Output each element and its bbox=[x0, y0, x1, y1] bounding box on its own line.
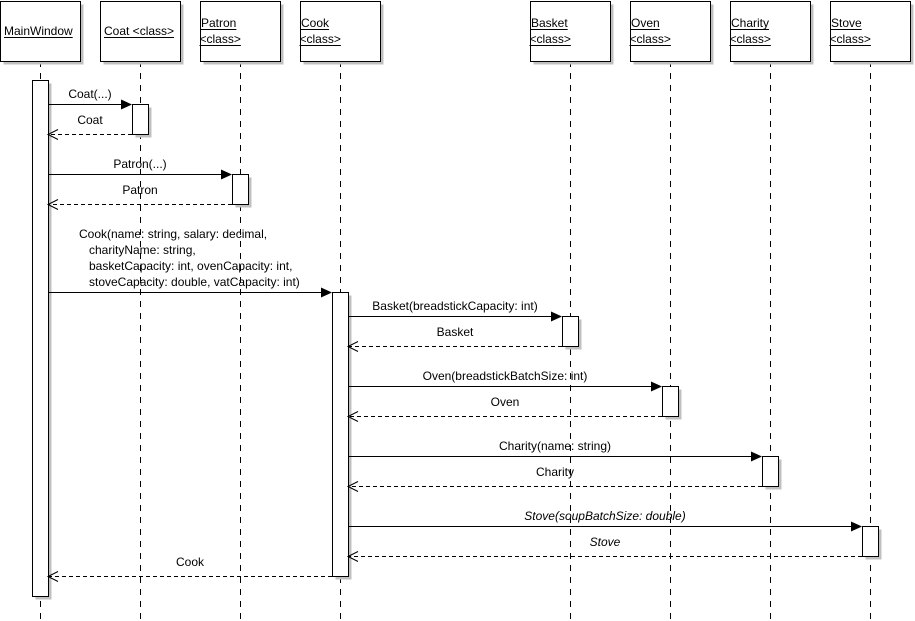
filled-arrowhead-icon bbox=[651, 381, 662, 392]
participant-stove[interactable]: Stove <class> bbox=[829, 1, 914, 65]
filled-arrowhead-icon bbox=[321, 287, 332, 298]
message-label: Oven bbox=[491, 395, 520, 409]
message-label: Coat(...) bbox=[68, 87, 111, 101]
participant-box bbox=[100, 1, 181, 62]
participant-name: Basket bbox=[531, 16, 568, 30]
participant-coat[interactable]: Coat <class> bbox=[100, 1, 184, 65]
activation-bar-patron bbox=[232, 174, 252, 208]
activation-box bbox=[662, 386, 679, 417]
message-label: Basket bbox=[437, 325, 474, 339]
return-message-mainwindow[interactable]: Patron bbox=[46, 183, 232, 210]
participant-stereotype: <class> bbox=[530, 32, 571, 46]
participant-cook[interactable]: Cook <class> bbox=[299, 1, 384, 65]
message-label: Charity(name: string) bbox=[499, 439, 611, 453]
participant-box bbox=[0, 1, 81, 62]
call-message-coat[interactable]: Coat(...) bbox=[48, 87, 132, 110]
return-message-cook[interactable]: Oven bbox=[346, 395, 662, 422]
message-label: Cook bbox=[176, 555, 205, 569]
message-label: Oven(breadstickBatchSize: int) bbox=[423, 369, 588, 383]
participant-box bbox=[300, 1, 381, 62]
activation-box bbox=[32, 80, 49, 597]
participant-stereotype: <class> bbox=[830, 32, 871, 46]
call-message-stove[interactable]: Stove(soupBatchSize: double) bbox=[348, 509, 862, 532]
call-message-charity[interactable]: Charity(name: string) bbox=[348, 439, 762, 462]
participant-oven[interactable]: Oven <class> bbox=[629, 1, 714, 65]
activation-bar-basket bbox=[562, 316, 582, 350]
filled-arrowhead-icon bbox=[851, 521, 862, 532]
participant-name: Patron bbox=[201, 16, 236, 30]
participant-name: Charity bbox=[731, 16, 769, 30]
message-label: charityName: string, bbox=[79, 243, 196, 257]
participant-name: Coat <class> bbox=[104, 24, 174, 38]
call-message-oven[interactable]: Oven(breadstickBatchSize: int) bbox=[348, 369, 662, 392]
message-label: Patron(...) bbox=[113, 157, 166, 171]
return-message-mainwindow[interactable]: Coat bbox=[46, 113, 132, 140]
participant-basket[interactable]: Basket <class> bbox=[529, 1, 614, 65]
message-label: Charity bbox=[536, 465, 574, 479]
participant-stereotype: <class> bbox=[300, 32, 341, 46]
participant-patron[interactable]: Patron <class> bbox=[199, 1, 284, 65]
return-message-mainwindow[interactable]: Cook bbox=[46, 555, 332, 582]
participant-box bbox=[530, 1, 611, 62]
filled-arrowhead-icon bbox=[221, 169, 232, 180]
activation-bar-cook bbox=[332, 292, 352, 580]
filled-arrowhead-icon bbox=[751, 451, 762, 462]
return-message-cook[interactable]: Charity bbox=[346, 465, 762, 492]
activation-bar-oven bbox=[662, 386, 682, 420]
participant-box bbox=[200, 1, 281, 62]
activation-box bbox=[862, 526, 879, 557]
message-label: Patron bbox=[122, 183, 157, 197]
message-label: stoveCapacity: double, vatCapacity: int) bbox=[79, 275, 300, 289]
participant-charity[interactable]: Charity <class> bbox=[729, 1, 814, 65]
call-message-basket[interactable]: Basket(breadstickCapacity: int) bbox=[348, 299, 562, 322]
activation-bar-charity bbox=[762, 456, 782, 490]
message-label: Stove(soupBatchSize: double) bbox=[524, 509, 685, 523]
open-arrowhead-icon bbox=[46, 199, 59, 210]
open-arrowhead-icon bbox=[346, 481, 359, 492]
open-arrowhead-icon bbox=[46, 129, 59, 140]
message-label: Coat bbox=[77, 113, 103, 127]
participant-name: Cook bbox=[301, 16, 330, 30]
participant-mainwindow[interactable]: MainWindow bbox=[0, 1, 84, 65]
open-arrowhead-icon bbox=[46, 571, 59, 582]
activation-bar-coat bbox=[132, 104, 152, 138]
participant-box bbox=[730, 1, 811, 62]
participant-stereotype: <class> bbox=[630, 32, 671, 46]
return-message-cook[interactable]: Stove bbox=[346, 535, 862, 562]
message-label: Cook(name: string, salary: decimal, bbox=[79, 227, 267, 241]
call-message-cook[interactable]: Cook(name: string, salary: decimal, char… bbox=[48, 227, 332, 298]
message-label: Basket(breadstickCapacity: int) bbox=[372, 299, 537, 313]
participant-box bbox=[630, 1, 711, 62]
activation-box bbox=[562, 316, 579, 347]
activation-bar-mainwindow bbox=[32, 80, 52, 600]
open-arrowhead-icon bbox=[346, 341, 359, 352]
activation-box bbox=[232, 174, 249, 205]
activation-box bbox=[332, 292, 349, 577]
participant-stereotype: <class> bbox=[730, 32, 771, 46]
message-label: basketCapacity: int, ovenCapacity: int, bbox=[79, 259, 292, 273]
filled-arrowhead-icon bbox=[121, 99, 132, 110]
participant-name: Stove bbox=[831, 16, 862, 30]
call-message-patron[interactable]: Patron(...) bbox=[48, 157, 232, 180]
activation-box bbox=[132, 104, 149, 135]
return-message-cook[interactable]: Basket bbox=[346, 325, 562, 352]
participant-stereotype: <class> bbox=[200, 32, 241, 46]
participant-name: Oven bbox=[631, 16, 660, 30]
filled-arrowhead-icon bbox=[551, 311, 562, 322]
open-arrowhead-icon bbox=[346, 551, 359, 562]
activation-bar-stove bbox=[862, 526, 882, 560]
open-arrowhead-icon bbox=[346, 411, 359, 422]
participant-name: MainWindow bbox=[4, 24, 73, 38]
message-label: Stove bbox=[590, 535, 621, 549]
activation-box bbox=[762, 456, 779, 487]
participant-box bbox=[830, 1, 911, 62]
